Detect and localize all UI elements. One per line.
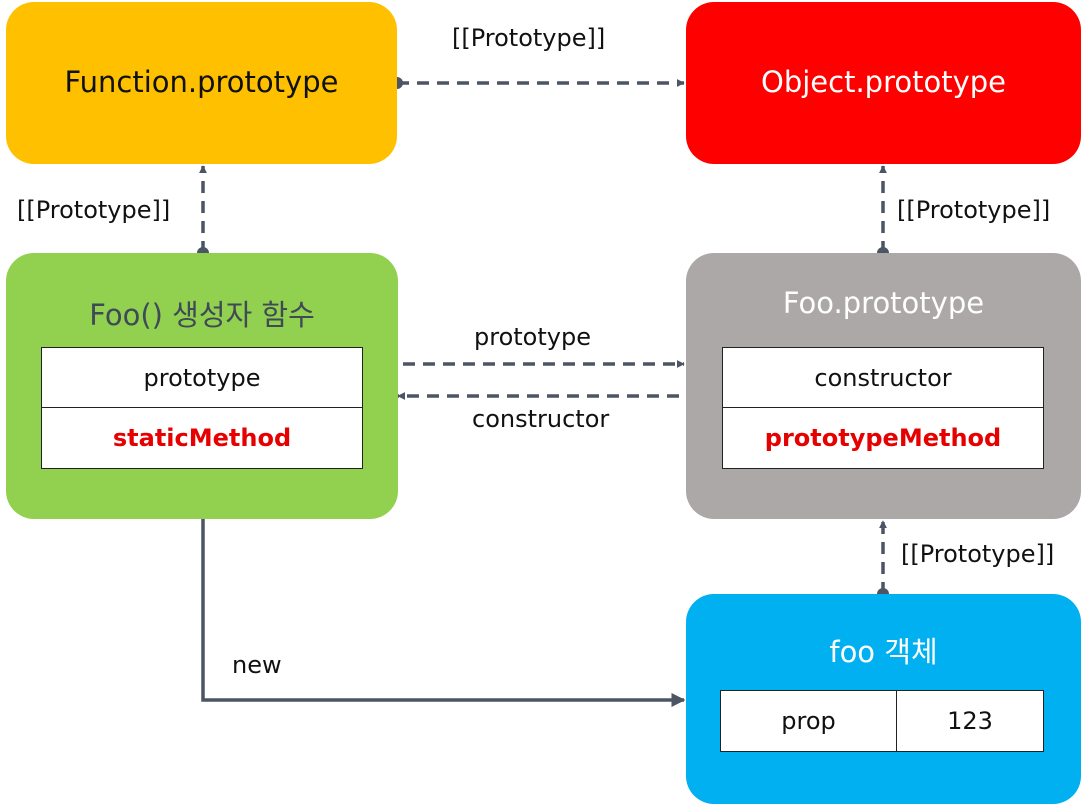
foo-constructor-row-prototype: prototype xyxy=(42,348,362,408)
object-prototype-title: Object.prototype xyxy=(761,65,1006,99)
foo-object-prop-value: 123 xyxy=(947,707,993,735)
function-prototype-title: Function.prototype xyxy=(64,65,339,99)
foo-constructor-node: Foo() 생성자 함수 prototype staticMethod xyxy=(6,253,398,519)
foo-prototype-row-prototype-method: prototypeMethod xyxy=(764,424,1002,452)
foo-prototype-node: Foo.prototype constructor prototypeMetho… xyxy=(686,253,1081,519)
arrow-foo-obj-to-foo-proto xyxy=(877,520,889,600)
foo-prototype-title: Foo.prototype xyxy=(782,286,985,320)
foo-constructor-table: prototype staticMethod xyxy=(41,347,363,469)
arrow-ctor-prototype xyxy=(357,358,685,370)
label-function-to-object: [[Prototype]] xyxy=(452,24,606,52)
foo-prototype-row-constructor: constructor xyxy=(723,348,1043,408)
arrow-proto-constructor xyxy=(397,390,725,402)
foo-constructor-row-static-method: staticMethod xyxy=(112,424,292,452)
foo-object-title: foo 객체 xyxy=(829,635,938,669)
label-new: new xyxy=(232,651,282,679)
function-prototype-node: Function.prototype xyxy=(6,2,397,164)
label-proto-constructor: constructor xyxy=(472,405,610,433)
arrow-foo-ctor-to-function xyxy=(197,165,209,259)
arrow-foo-proto-to-object xyxy=(877,165,889,259)
foo-object-table: prop 123 xyxy=(720,690,1044,752)
foo-object-prop-key: prop xyxy=(721,691,897,751)
foo-object-node: foo 객체 prop 123 xyxy=(686,594,1081,804)
label-ctor-prototype: prototype xyxy=(474,323,591,351)
foo-constructor-title: Foo() 생성자 함수 xyxy=(89,298,315,332)
label-foo-obj-to-foo-proto: [[Prototype]] xyxy=(901,540,1055,568)
label-foo-ctor-to-function: [[Prototype]] xyxy=(17,196,171,224)
arrow-function-to-object xyxy=(391,77,685,89)
foo-prototype-table: constructor prototypeMethod xyxy=(722,347,1044,469)
label-foo-proto-to-object: [[Prototype]] xyxy=(897,196,1051,224)
arrow-new xyxy=(201,519,686,707)
object-prototype-node: Object.prototype xyxy=(686,2,1081,164)
